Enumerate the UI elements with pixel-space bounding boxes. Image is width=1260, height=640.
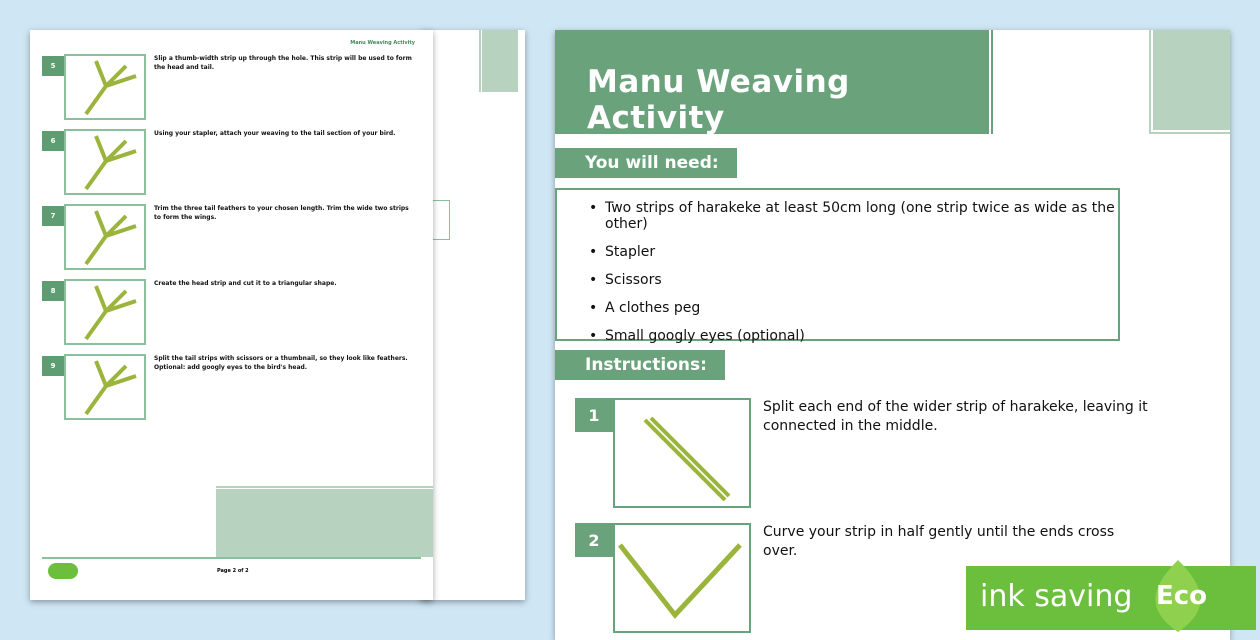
step-text: Curve your strip in half gently until th… <box>763 524 1115 559</box>
step-number: 6 <box>42 131 64 151</box>
step-text: Split each end of the wider strip of har… <box>763 399 1148 434</box>
instruction-step: 9 Split the tail strips with scissors or… <box>42 354 422 424</box>
step-text: Using your stapler, attach your weaving … <box>154 130 396 137</box>
instruction-step: 7 Trim the three tail feathers to your c… <box>42 204 422 274</box>
instruction-step: 8 Create the head strip and cut it to a … <box>42 279 422 349</box>
ink-saving-badge: ink saving Eco <box>966 560 1256 632</box>
badge-text: ink saving <box>980 579 1133 614</box>
step-number: 1 <box>575 398 613 432</box>
step-number: 8 <box>42 281 64 301</box>
need-heading: You will need: <box>555 148 737 178</box>
list-item: Scissors <box>589 272 1118 288</box>
step-text: Trim the three tail feathers to your cho… <box>154 205 409 221</box>
materials-list: Two strips of harakeke at least 50cm lon… <box>555 188 1120 344</box>
corner-decoration <box>478 30 518 92</box>
footer: Page 2 of 2 <box>42 557 421 579</box>
step-number: 9 <box>42 356 64 376</box>
instruction-step: 1 Split each end of the wider strip of h… <box>575 398 1215 510</box>
eco-label: Eco <box>1156 581 1208 611</box>
step-text: Split the tail strips with scissors or a… <box>154 355 408 371</box>
page-title: Manu Weaving Activity <box>587 64 850 136</box>
logo-icon <box>48 563 78 579</box>
left-page: Manu Weaving Activity 5 Slip a thumb-wid… <box>30 30 433 600</box>
step-image <box>64 54 146 120</box>
step-image <box>64 204 146 270</box>
list-item: Two strips of harakeke at least 50cm lon… <box>589 200 1118 232</box>
list-item: Stapler <box>589 244 1118 260</box>
step-number: 5 <box>42 56 64 76</box>
right-page: Manu Weaving Activity You will need: Two… <box>555 30 1230 640</box>
back-page <box>420 30 525 600</box>
step-text: Create the head strip and cut it to a tr… <box>154 280 337 287</box>
corner-decoration <box>1147 30 1230 136</box>
footer-decoration <box>216 485 433 557</box>
step-image <box>64 129 146 195</box>
step-image <box>64 279 146 345</box>
step-text: Slip a thumb-width strip up through the … <box>154 55 412 71</box>
instruction-step: 5 Slip a thumb-width strip up through th… <box>42 54 422 124</box>
instruction-step: 2 Curve your strip in half gently until … <box>575 523 1215 635</box>
step-image <box>613 523 751 633</box>
list-item: Small googly eyes (optional) <box>589 328 1118 344</box>
step-number: 7 <box>42 206 64 226</box>
step-image <box>64 354 146 420</box>
title-banner: Manu Weaving Activity <box>555 30 995 136</box>
page-header: Manu Weaving Activity <box>350 40 415 46</box>
page-number: Page 2 of 2 <box>217 568 249 574</box>
step-number: 2 <box>575 523 613 557</box>
leaf-icon <box>1155 560 1201 632</box>
list-item: A clothes peg <box>589 300 1118 316</box>
instruction-step: 6 Using your stapler, attach your weavin… <box>42 129 422 199</box>
instructions-heading: Instructions: <box>555 350 725 380</box>
step-image <box>613 398 751 508</box>
